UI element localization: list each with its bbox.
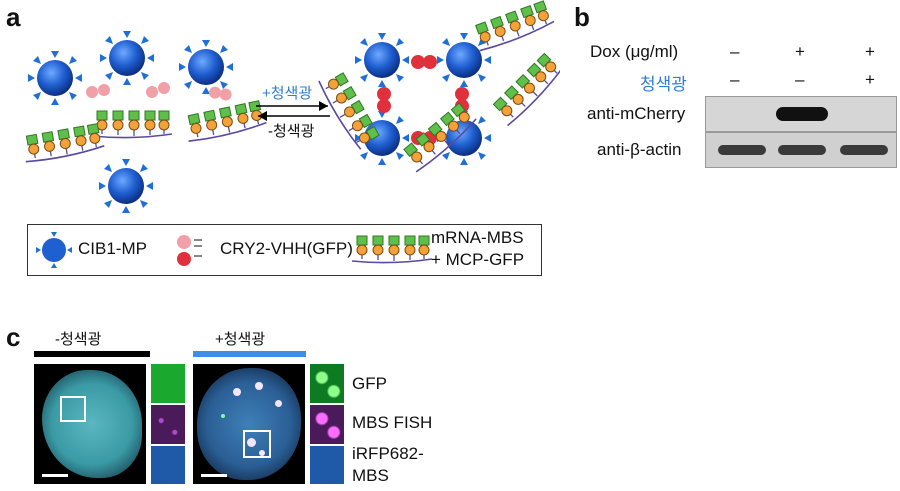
- row-light-value-2: –: [795, 70, 805, 89]
- panel-letter-b: b: [574, 2, 590, 32]
- row-light-value-3: +: [865, 70, 875, 89]
- legend-mrna-line1: mRNA-MBS: [431, 228, 524, 247]
- arrow-label-reverse: -청색광: [268, 123, 315, 140]
- arrow-label-forward: +청색광: [262, 85, 313, 102]
- blot-actin: [705, 132, 897, 168]
- inset-right-gfp: [310, 364, 344, 403]
- inset-left-irfp: [151, 446, 185, 484]
- legend-mrna-line2: + MCP-GFP: [431, 250, 525, 269]
- condition-right-label: +청색광: [215, 331, 266, 348]
- inset-right-fish: [310, 405, 344, 444]
- micrograph-blue-light: [193, 364, 305, 484]
- row-light-value-1: –: [730, 70, 740, 89]
- scale-bar-right: [201, 474, 227, 477]
- scale-bar-left: [42, 474, 68, 477]
- band-actin-lane-2: [778, 145, 826, 155]
- blot-mcherry: [705, 96, 897, 132]
- legend-cib1-label: CIB1-MP: [78, 239, 147, 258]
- condition-left-label: -청색광: [55, 331, 102, 348]
- blot1-label: anti-mCherry: [587, 104, 686, 123]
- panel-a-schematic: [0, 0, 560, 213]
- channel-label-fish: MBS FISH: [352, 413, 433, 432]
- legend-cry2-label: CRY2-VHH(GFP): [220, 239, 353, 258]
- channel-label-irfp: iRFP682-: [352, 444, 424, 463]
- row-dox-value-2: +: [795, 42, 805, 61]
- channel-label-gfp: GFP: [352, 374, 387, 393]
- cry2-vhh-icon: [177, 235, 202, 266]
- inset-left-gfp: [151, 364, 185, 403]
- row-dox-label: Dox (μg/ml): [590, 42, 679, 61]
- band-actin-lane-1: [718, 145, 766, 155]
- roi-box-left: [60, 396, 86, 422]
- panel-letter-a: a: [6, 2, 21, 32]
- condition-right-bar: [193, 351, 306, 357]
- channel-label-mbs: MBS: [352, 466, 389, 485]
- micrograph-no-light: [34, 364, 146, 484]
- condition-left-bar: [34, 351, 150, 357]
- band-mcherry-lane-2: [776, 107, 828, 121]
- blot2-label: anti-β-actin: [597, 140, 682, 159]
- panel-letter-c: c: [6, 322, 21, 352]
- row-dox-value-3: +: [865, 42, 875, 61]
- mrna-mbs-icon: [348, 229, 438, 273]
- band-actin-lane-3: [840, 145, 888, 155]
- row-light-label: 청색광: [640, 75, 687, 94]
- cib1-mp-icon: [36, 232, 72, 268]
- roi-box-right: [243, 430, 271, 458]
- panel-a-legend: CIB1-MP CRY2-VHH(GFP) mRNA-MBS + MCP-GFP: [27, 224, 542, 276]
- inset-right-irfp: [310, 446, 344, 484]
- inset-left-fish: [151, 405, 185, 444]
- row-dox-value-1: –: [730, 42, 740, 61]
